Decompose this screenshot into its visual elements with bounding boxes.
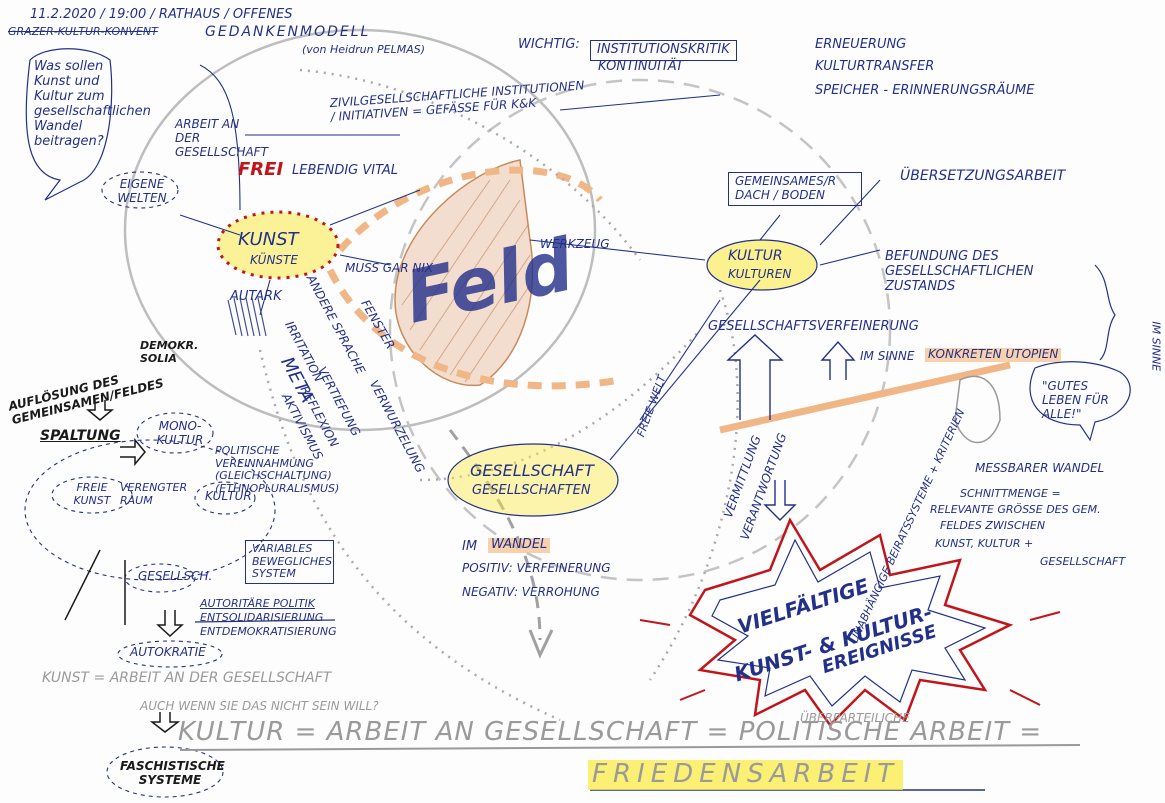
befundung-label: BEFUNDUNG DES GESELLSCHAFTLICHEN ZUSTAND… xyxy=(885,249,1034,294)
kunst-field-circle xyxy=(123,28,597,432)
speicher-label: SPEICHER - ERINNERUNGSRÄUME xyxy=(815,83,1035,98)
lebendig-label: LEBENDIG VITAL xyxy=(292,163,398,178)
kontinuitaet-label: KONTINUITÄT xyxy=(598,59,684,74)
spaltung-label: SPALTUNG xyxy=(40,428,121,444)
politische-label: POLITISCHE VEREINNAHMUNG (GLEICHSCHALTUN… xyxy=(215,444,340,495)
schnittmenge-3: FELDES ZWISCHEN xyxy=(940,519,1046,532)
wichtig-label: WICHTIG: xyxy=(518,37,580,52)
kultur-equation: KULTUR = ARBEIT AN GESELLSCHAFT = POLITI… xyxy=(178,717,1043,747)
entdemo-label: ENTDEMOKRATISIERUNG xyxy=(200,625,337,638)
erneuerung-label: ERNEUERUNG xyxy=(815,37,907,52)
ueberparteiliche-label: ÜBERPARTEILICHE xyxy=(800,711,910,725)
header-date-place: 11.2.2020 / 19:00 / RATHAUS / OFFENES xyxy=(30,7,293,22)
werkzeug-label: WERKZEUG xyxy=(540,237,610,251)
gesellschaft-node-label: GESELLSCHAFT xyxy=(470,461,594,480)
kultur-field-circle xyxy=(388,78,892,582)
kunst-node-ellipse xyxy=(216,210,340,280)
uebersetzung-label: ÜBERSETZUNGSARBEIT xyxy=(900,168,1066,184)
messbar-label: MESSBARER WANDEL xyxy=(975,461,1105,475)
monokultur-label: MONO-KULTUR xyxy=(156,419,204,447)
kultur-node-ellipse xyxy=(706,239,818,291)
gesellsch-label: GESELLSCH. xyxy=(138,569,213,583)
question-text: Was sollen Kunst und Kultur zum gesellsc… xyxy=(34,59,151,149)
auch-wenn-label: AUCH WENN SIE DAS NICHT SEIN WILL? xyxy=(140,699,379,713)
gemeinsames-box: GEMEINSAMES/R DACH / BODEN xyxy=(728,172,862,206)
kultur-small-label: KULTUR xyxy=(205,489,252,503)
schnittmenge-2: RELEVANTE GRÖSSE DES GEM. xyxy=(930,503,1101,516)
ents-label: ENTSOLIDARISIERUNG xyxy=(200,611,324,624)
utopien-label: KONKRETEN UTOPIEN xyxy=(925,347,1062,362)
gesellschaften-node-label: GESELLSCHAFTEN xyxy=(472,483,591,498)
schnittmenge-4: KUNST, KULTUR + xyxy=(935,537,1034,550)
im-sinne-label: IM SINNE xyxy=(860,349,915,363)
schnittmenge-5: GESELLSCHAFT xyxy=(1040,555,1126,568)
gesellschaft-node-ellipse xyxy=(447,443,619,517)
kunst-node-label: KUNST xyxy=(238,229,299,250)
freie-kunst-label: FREIE KUNST xyxy=(73,481,111,507)
demokr-label: DEMOKR. SOLIA xyxy=(140,339,199,365)
muss-label: MUSS GAR NIX xyxy=(345,261,434,275)
institutionskritik-label: INSTITUTIONSKRITIK xyxy=(590,40,737,61)
autoritaere-label: AUTORITÄRE POLITIK xyxy=(200,597,316,610)
wandel-im: IM xyxy=(462,539,478,554)
positiv-label: POSITIV: VERFEINERUNG xyxy=(462,561,611,575)
gutes-leben-label: "GUTES LEBEN FÜR ALLE!" xyxy=(1042,379,1109,421)
kulturen-node-label: KULTUREN xyxy=(728,267,792,281)
autark-label: AUTARK xyxy=(230,289,282,304)
variables-box: VARIABLES BEWEGLICHES SYSTEM xyxy=(245,540,334,584)
kunst-equation: KUNST = ARBEIT AN DER GESELLSCHAFT xyxy=(42,670,332,686)
autokratie-label: AUTOKRATIE xyxy=(130,645,206,659)
arbeit-an-label: ARBEIT AN DER GESELLSCHAFT xyxy=(175,117,268,159)
kultur-node-label: KULTUR xyxy=(728,248,783,264)
schnittmenge-1: SCHNITTMENGE = xyxy=(960,487,1061,500)
frei-label: FREI xyxy=(238,159,284,180)
kulturtransfer-label: KULTURTRANSFER xyxy=(815,59,935,74)
verengter-raum-label: VERENGTER RAUM xyxy=(120,481,188,507)
eigene-welten-label: EIGENE WELTEN xyxy=(117,177,167,205)
header-model-title: GEDANKENMODELL xyxy=(205,24,371,40)
question-bubble xyxy=(25,48,113,201)
verfeinerung-label: GESELLSCHAFTSVERFEINERUNG xyxy=(708,319,919,334)
im-sinne-side-label: IM SINNE xyxy=(1149,321,1163,372)
friedensarbeit-label: FRIEDENSARBEIT xyxy=(588,759,904,790)
faschistische-label: FASCHISTISCHE SYSTEME xyxy=(120,759,225,787)
negativ-label: NEGATIV: VERROHUNG xyxy=(462,585,600,599)
header-author: (von Heidrun PELMAS) xyxy=(302,43,426,56)
kuenste-node-label: KÜNSTE xyxy=(250,253,298,267)
wandel-label: WANDEL xyxy=(488,537,551,553)
header-convent: GRAZER-KULTUR-KONVENT xyxy=(8,25,158,38)
